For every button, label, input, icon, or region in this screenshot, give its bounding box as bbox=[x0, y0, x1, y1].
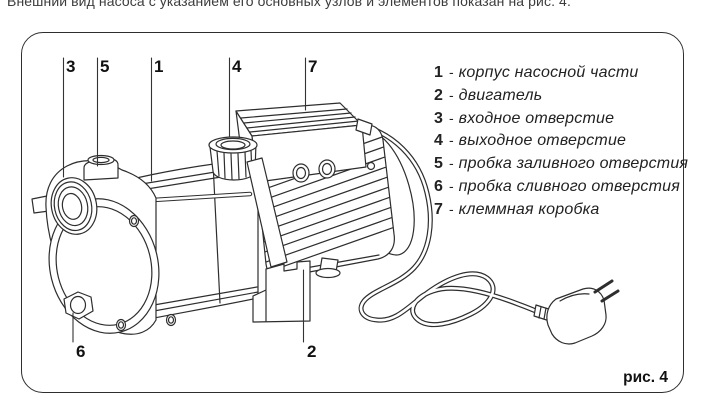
outlet-port bbox=[208, 136, 258, 181]
legend-item-separator: - bbox=[449, 64, 454, 80]
legend-item-separator: - bbox=[449, 155, 454, 172]
legend-item: 3 - входное отверстие bbox=[434, 110, 688, 133]
intro-text: Внешний вид насоса с указанием его основ… bbox=[7, 0, 571, 9]
callout-3: 3 bbox=[66, 57, 76, 76]
legend-item-label: пробка заливного отверстия bbox=[458, 155, 689, 173]
terminal-box bbox=[235, 102, 373, 183]
inlet-port bbox=[50, 177, 98, 235]
callout-7: 7 bbox=[308, 57, 318, 76]
parts-legend: 1 - корпус насосной части 2 - двигатель … bbox=[434, 64, 688, 224]
legend-item: 1 - корпус насосной части bbox=[434, 64, 688, 87]
legend-item-separator: - bbox=[449, 109, 454, 126]
legend-item-separator: - bbox=[449, 132, 454, 149]
legend-item-separator: - bbox=[449, 86, 454, 103]
legend-item-label: корпус насосной части bbox=[458, 64, 639, 81]
callout-4: 4 bbox=[232, 57, 242, 76]
legend-item-label: пробка сливного отверстия bbox=[458, 177, 680, 195]
legend-item-number: 2 bbox=[434, 86, 443, 104]
legend-item-label: клеммная коробка bbox=[458, 200, 600, 218]
pump-head bbox=[45, 154, 177, 335]
legend-item-separator: - bbox=[449, 177, 454, 194]
drain-plug bbox=[63, 291, 94, 320]
base-foot bbox=[252, 260, 311, 323]
callout-5: 5 bbox=[100, 57, 110, 76]
legend-item-number: 4 bbox=[434, 132, 443, 150]
legend-item: 7 - клеммная коробка bbox=[434, 201, 688, 224]
leader-lines bbox=[62, 57, 307, 343]
callout-1: 1 bbox=[154, 57, 164, 76]
legend-item-label: входное отверстие bbox=[458, 109, 615, 127]
legend-item-number: 3 bbox=[434, 109, 443, 127]
legend-item-number: 5 bbox=[434, 155, 443, 173]
cable-gland bbox=[355, 118, 373, 136]
callout-2: 2 bbox=[307, 342, 317, 361]
legend-item-number: 6 bbox=[434, 177, 443, 195]
legend-item-label: выходное отверстие bbox=[458, 132, 627, 150]
legend-item-number: 1 bbox=[434, 64, 443, 81]
cover-bolts bbox=[115, 214, 177, 332]
legend-item-number: 7 bbox=[434, 200, 443, 218]
support-bracket bbox=[246, 157, 288, 268]
legend-item: 6 - пробка сливного отверстия bbox=[434, 178, 688, 201]
power-plug bbox=[533, 279, 620, 345]
power-cable bbox=[353, 121, 546, 328]
figure-caption: рис. 4 bbox=[623, 369, 668, 386]
figure-frame bbox=[21, 32, 684, 393]
legend-item: 5 - пробка заливного отверстия bbox=[434, 155, 688, 178]
legend-item-label: двигатель bbox=[458, 86, 543, 104]
legend-item: 2 - двигатель bbox=[434, 87, 688, 110]
callout-6: 6 bbox=[76, 342, 86, 361]
legend-item-separator: - bbox=[449, 200, 454, 217]
legend-item: 4 - выходное отверстие bbox=[434, 132, 688, 155]
